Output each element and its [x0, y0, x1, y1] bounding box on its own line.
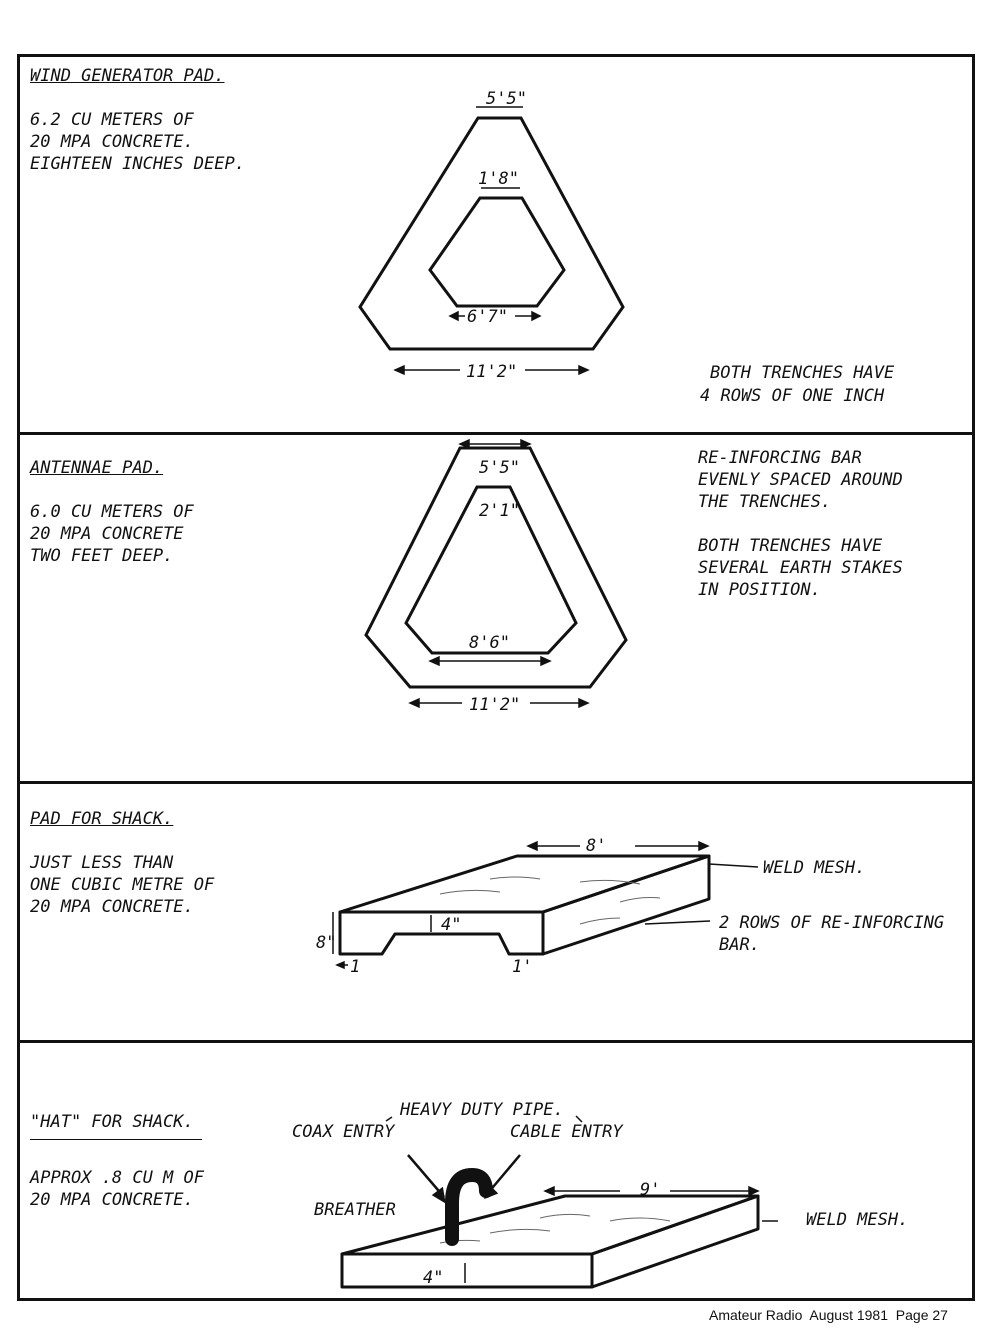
shack-hat-panel: "HAT" FOR SHACK. APPROX .8 CU M OF 20 MP… — [20, 1040, 972, 1298]
antennae-inner-arrow-right — [540, 655, 552, 667]
hat-label-mesh: WELD MESH. — [806, 1210, 908, 1230]
antennae-dim-bottom: 11'2" — [469, 695, 520, 715]
rebar-note-line-2: EVENLY SPACED AROUND — [698, 470, 903, 490]
wind-inner-arrow-left — [448, 310, 459, 322]
shack-label-rebar-2: BAR. — [719, 935, 760, 955]
wind-dim-bottom: 11'2" — [466, 362, 517, 382]
stakes-note-line-2: SEVERAL EARTH STAKES — [698, 558, 903, 578]
coax-entry-arrowhead — [431, 1186, 446, 1204]
trench-note-line-1: BOTH TRENCHES HAVE — [710, 363, 895, 383]
antennae-pad-line-3: TWO FEET DEEP. — [30, 546, 174, 566]
wind-pad-line-3: EIGHTEEN INCHES DEEP. — [30, 154, 245, 174]
antennae-pad-inner-outline — [404, 485, 578, 655]
wind-pad-line-2: 20 MPA CONCRETE. — [30, 132, 194, 152]
antennae-dim-top: 5'5" — [479, 458, 520, 478]
hat-title: "HAT" FOR SHACK. — [30, 1111, 202, 1140]
shack-label-rebar-1: 2 ROWS OF RE-INFORCING — [719, 913, 944, 933]
antennae-pad-title: ANTENNAE PAD. — [30, 458, 164, 478]
pipe-icon — [445, 1167, 493, 1246]
shack-pad-top-face — [338, 854, 711, 914]
hat-label-cable: CABLE ENTRY — [510, 1122, 624, 1142]
hat-label-breather: BREATHER — [314, 1200, 396, 1220]
hat-label-pipe: HEAVY DUTY PIPE. — [399, 1100, 564, 1120]
rebar-note-line-3: THE TRENCHES. — [698, 492, 832, 512]
antennae-bottom-arrow-left — [408, 697, 420, 709]
hat-length-arrow-right — [748, 1185, 760, 1197]
antennae-dim-inner-top: 2'1" — [479, 501, 520, 521]
wind-bottom-arrow-right — [578, 364, 590, 376]
antennae-pad-line-1: 6.0 CU METERS OF — [30, 502, 194, 522]
shack-pad-panel: PAD FOR SHACK. JUST LESS THAN ONE CUBIC … — [20, 781, 972, 1040]
cable-entry-arrow-line — [487, 1154, 521, 1194]
pipe-leader-left — [385, 1116, 393, 1122]
rebar-note-line-1: RE-INFORCING BAR — [698, 448, 862, 468]
page-footer: Amateur Radio August 1981 Page 27 — [709, 1307, 948, 1323]
shack-dim-foot-right: 1' — [512, 957, 532, 977]
antennae-dim-inner-bottom: 8'6" — [469, 633, 510, 653]
antennae-top-arrow-right — [520, 438, 532, 450]
shack-dim-recess: 4" — [441, 915, 461, 935]
wind-bottom-arrow-left — [393, 364, 405, 376]
wind-generator-pad-panel: WIND GENERATOR PAD. 6.2 CU METERS OF 20 … — [20, 57, 972, 432]
hat-dim-length: 9' — [640, 1180, 660, 1200]
hat-dim-thickness: 4" — [423, 1268, 443, 1288]
wind-pad-drawing: 5'5" 1'8" 6'7" 11'2" — [358, 89, 625, 382]
wind-dim-top: 5'5" — [486, 89, 527, 109]
antennae-bottom-arrow-right — [578, 697, 590, 709]
shack-pad-mesh-texture — [439, 876, 661, 925]
shack-length-arrow-left — [526, 840, 538, 852]
wind-pad-inner-outline — [428, 196, 566, 308]
antennae-pad-line-2: 20 MPA CONCRETE — [30, 524, 184, 544]
hat-label-coax: COAX ENTRY — [292, 1122, 396, 1142]
wind-pad-line-1: 6.2 CU METERS OF — [30, 110, 194, 130]
antennae-pad-panel: ANTENNAE PAD. 6.0 CU METERS OF 20 MPA CO… — [20, 432, 972, 781]
coax-entry-arrow-line — [407, 1154, 445, 1198]
wind-pad-title: WIND GENERATOR PAD. — [30, 66, 225, 86]
diagram-frame: WIND GENERATOR PAD. 6.2 CU METERS OF 20 … — [17, 54, 975, 1301]
hat-mesh-texture — [439, 1213, 671, 1244]
hat-length-arrow-left — [543, 1185, 555, 1197]
trench-note-line-2: 4 ROWS OF ONE INCH — [700, 386, 885, 406]
shack-dim-foot-left: 1 — [350, 957, 360, 977]
stakes-note-line-3: IN POSITION. — [698, 580, 821, 600]
shack-dim-height: 8" — [316, 933, 336, 953]
shack-pad-line-3: 20 MPA CONCRETE. — [30, 897, 194, 917]
wind-pad-outer-outline — [358, 116, 625, 351]
hat-side-face — [590, 1194, 760, 1289]
hat-line-1: APPROX .8 CU M OF — [30, 1168, 204, 1188]
antennae-pad-outer-outline — [364, 446, 628, 689]
shack-foot-arrow — [335, 960, 345, 970]
shack-pad-line-2: ONE CUBIC METRE OF — [30, 875, 215, 895]
shack-pad-line-1: JUST LESS THAN — [30, 853, 174, 873]
hat-line-2: 20 MPA CONCRETE. — [30, 1190, 194, 1210]
wind-inner-arrow-right — [531, 310, 542, 322]
shack-pad-title: PAD FOR SHACK. — [30, 809, 174, 829]
stakes-note-line-1: BOTH TRENCHES HAVE — [698, 536, 883, 556]
shack-rebar-leader — [644, 920, 711, 925]
antennae-top-arrow-left — [458, 438, 470, 450]
shack-label-mesh: WELD MESH. — [763, 858, 865, 878]
antennae-pad-drawing: 5'5" 2'1" 8'6" 11'2" — [364, 438, 628, 715]
shack-mesh-leader — [708, 863, 759, 868]
shack-dim-length: 8' — [586, 836, 606, 856]
pipe-leader-right — [575, 1115, 583, 1123]
hat-top-face — [340, 1194, 760, 1256]
shack-length-arrow-right — [698, 840, 710, 852]
shack-pad-side-face — [541, 854, 711, 956]
hat-front-face — [340, 1252, 594, 1289]
antennae-inner-arrow-left — [428, 655, 440, 667]
wind-dim-inner-top: 1'8" — [478, 169, 519, 189]
hat-drawing: HEAVY DUTY PIPE. COAX ENTRY CABLE ENTRY … — [292, 1100, 908, 1289]
shack-pad-drawing: 8' 8" 4" 1 1' WELD MESH. 2 ROWS OF RE-IN… — [316, 836, 944, 977]
cable-entry-arrowhead — [484, 1183, 499, 1200]
wind-dim-inner-bottom: 6'7" — [467, 307, 508, 327]
